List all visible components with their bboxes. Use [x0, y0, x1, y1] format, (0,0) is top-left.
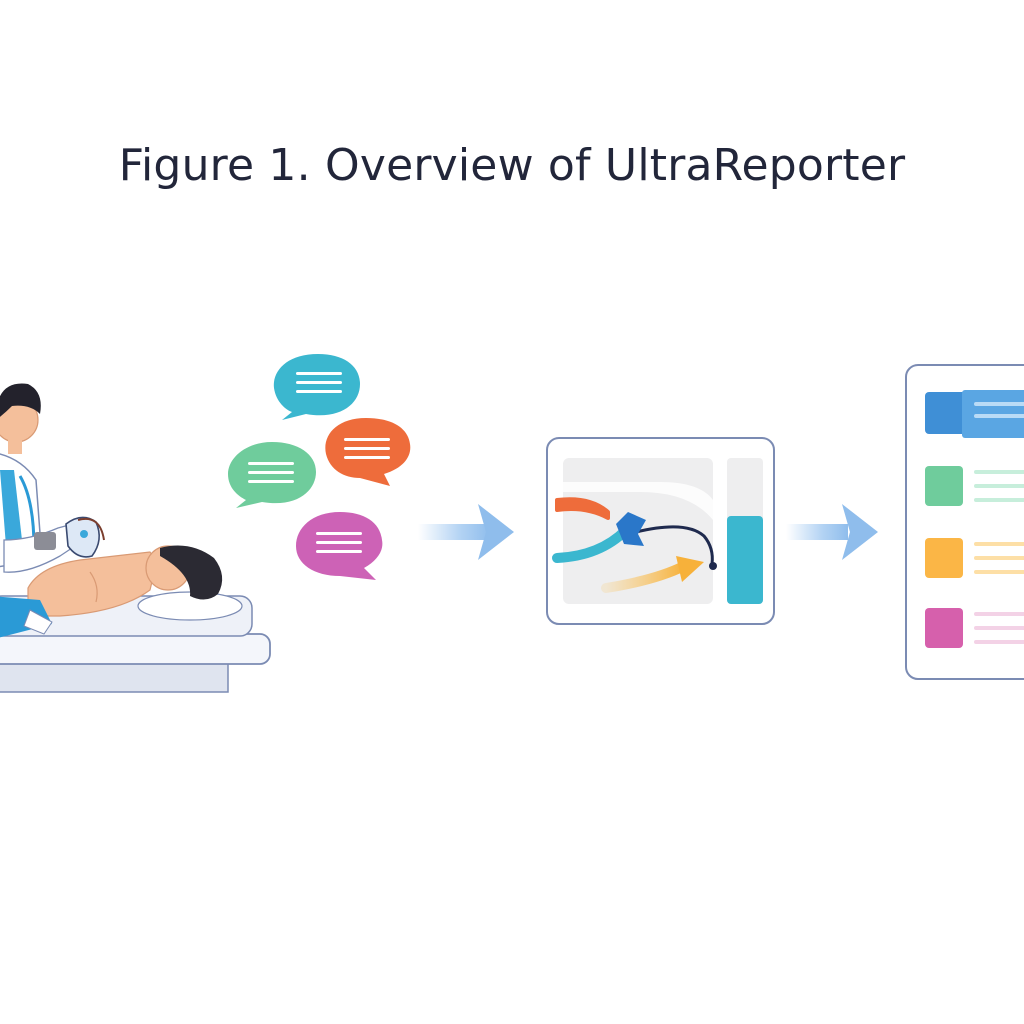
- speech-bubble-magenta-icon: [296, 512, 383, 580]
- structured-report-icon: [905, 364, 1024, 680]
- speech-bubble-green-icon: [228, 442, 316, 508]
- sonographer-scanning-patient-icon: [0, 383, 271, 693]
- speech-bubble-teal-icon: [273, 354, 360, 420]
- figure-title: Figure 1. Overview of UltraReporter: [118, 140, 906, 191]
- speech-bubble-orange-icon: [325, 418, 411, 486]
- right-arrow-icon: [418, 504, 514, 560]
- right-arrow-icon-2: [786, 504, 878, 560]
- sonographer-figure: [0, 383, 105, 573]
- image-processing-panel-icon: [546, 437, 775, 625]
- patient-figure: [0, 545, 223, 638]
